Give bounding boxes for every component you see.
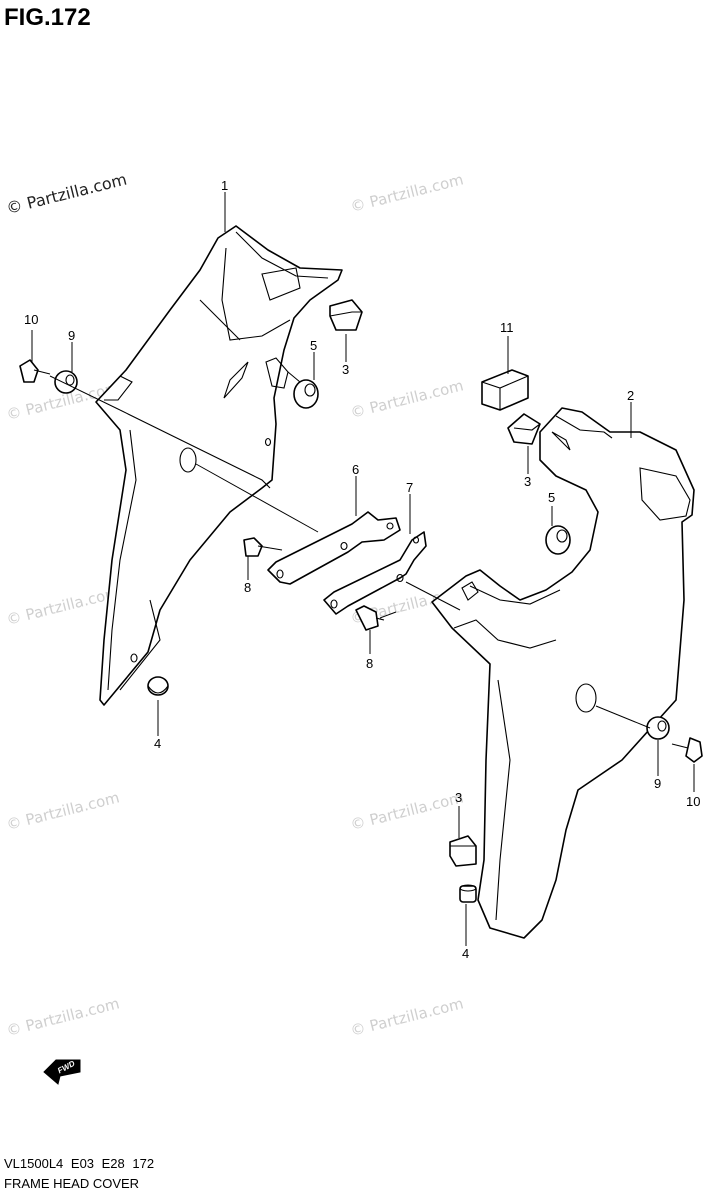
callout-5: 5 xyxy=(548,490,555,505)
callout-11: 11 xyxy=(500,320,514,335)
part-11-block[interactable] xyxy=(481,369,529,411)
part-3-cushion[interactable] xyxy=(329,299,363,331)
watermark-text: © Partzilla.com xyxy=(5,583,122,628)
part-4-cap[interactable] xyxy=(459,884,477,903)
watermark-text: © Partzilla.com xyxy=(4,170,128,218)
part-1-left-cover[interactable] xyxy=(95,225,343,706)
watermark-text: © Partzilla.com xyxy=(349,170,466,215)
part-10-screw[interactable] xyxy=(671,737,703,763)
watermark-text: © Partzilla.com xyxy=(5,788,122,833)
callout-5: 5 xyxy=(310,338,317,353)
part-8-bolt[interactable] xyxy=(243,537,271,557)
fwd-arrow-icon: FWD xyxy=(43,1059,81,1085)
part-2-right-cover[interactable] xyxy=(431,407,695,939)
callout-8: 8 xyxy=(366,656,373,671)
callout-2: 2 xyxy=(627,388,634,403)
part-5-grommet[interactable] xyxy=(545,525,571,555)
part-3-cushion[interactable] xyxy=(449,835,477,867)
callout-7: 7 xyxy=(406,480,413,495)
watermark-text: © Partzilla.com xyxy=(349,994,466,1039)
watermark-text: © Partzilla.com xyxy=(349,788,466,833)
part-10-screw[interactable] xyxy=(19,359,51,383)
callout-1: 1 xyxy=(221,178,228,193)
part-4-cap[interactable] xyxy=(147,676,169,696)
leader-lines xyxy=(31,192,695,946)
callout-4: 4 xyxy=(154,736,161,751)
watermark-text: © Partzilla.com xyxy=(349,376,466,421)
part-6-bracket[interactable] xyxy=(267,511,401,585)
part-3-cushion[interactable] xyxy=(507,413,541,445)
callout-9: 9 xyxy=(68,328,75,343)
part-9-washer[interactable] xyxy=(646,716,670,740)
callout-3: 3 xyxy=(455,790,462,805)
callout-8: 8 xyxy=(244,580,251,595)
callout-9: 9 xyxy=(654,776,661,791)
figure-name: FRAME HEAD COVER xyxy=(4,1176,140,1191)
watermark-text: © Partzilla.com xyxy=(5,994,122,1039)
callout-labels: 1 2 3 3 3 4 4 5 5 6 7 8 8 9 9 10 10 11 xyxy=(24,178,700,961)
callout-3: 3 xyxy=(342,362,349,377)
part-9-washer[interactable] xyxy=(54,370,78,394)
part-7-bracket[interactable] xyxy=(323,531,427,615)
callout-6: 6 xyxy=(352,462,359,477)
callout-3: 3 xyxy=(524,474,531,489)
parts-diagram: © Partzilla.com © Partzilla.com © Partzi… xyxy=(4,170,703,1085)
part-8-bolt[interactable] xyxy=(355,605,385,631)
figure-title: FIG.172 xyxy=(4,4,91,31)
part-5-grommet[interactable] xyxy=(265,357,319,409)
model-code: VL1500L4 E03 E28 172 xyxy=(4,1156,155,1171)
callout-10: 10 xyxy=(686,794,700,809)
callout-10: 10 xyxy=(24,312,38,327)
callout-4: 4 xyxy=(462,946,469,961)
